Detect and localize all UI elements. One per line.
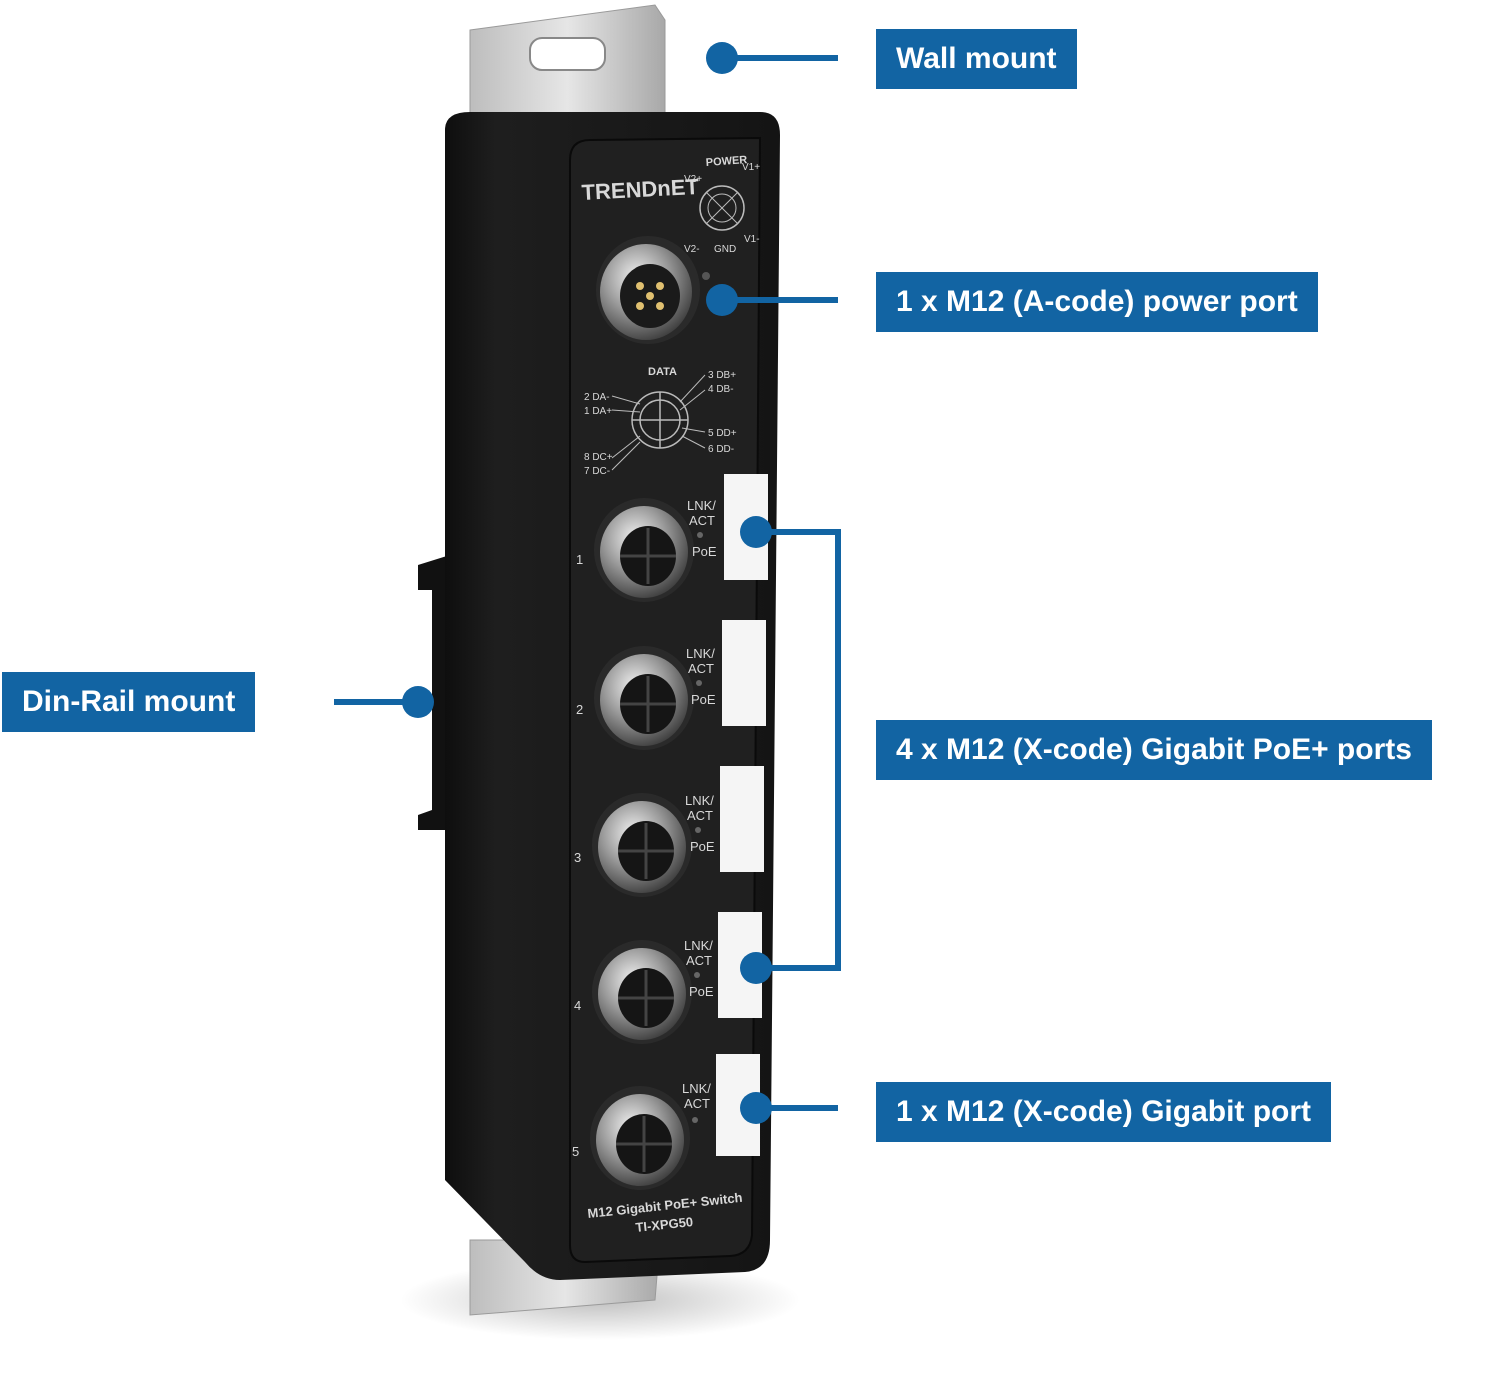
port-2-lnk-label: LNK/ <box>686 646 715 661</box>
data-port-2 <box>594 646 694 750</box>
port-4-poe-label: PoE <box>689 984 714 999</box>
port-3-poe-label: PoE <box>690 839 715 854</box>
pin-dc-minus: 7 DC- <box>584 466 610 477</box>
pin-v2minus: V2- <box>684 244 700 255</box>
callout-power-port: 1 x M12 (A-code) power port <box>876 272 1318 332</box>
pin-dd-minus: 6 DD- <box>708 444 734 455</box>
port-label-area-3 <box>720 766 764 872</box>
pin-db-plus: 3 DB+ <box>708 370 736 381</box>
pin-v2plus: V2+ <box>684 174 702 185</box>
port-4-led <box>694 972 700 978</box>
pin-v1plus: V1+ <box>742 162 760 173</box>
port-number-5: 5 <box>572 1144 579 1159</box>
pin-da-plus: 1 DA+ <box>584 406 612 417</box>
port-number-2: 2 <box>576 702 583 717</box>
din-rail-clip <box>418 555 450 830</box>
port-2-act-label: ACT <box>688 661 714 676</box>
callout-poe-ports: 4 x M12 (X-code) Gigabit PoE+ ports <box>876 720 1432 780</box>
pin-db-minus: 4 DB- <box>708 384 734 395</box>
port-2-poe-label: PoE <box>691 692 716 707</box>
port-4-lnk-label: LNK/ <box>684 938 713 953</box>
port-3-lnk-label: LNK/ <box>685 793 714 808</box>
port-number-4: 4 <box>574 998 581 1013</box>
data-port-1 <box>594 498 694 602</box>
port-1-lnk-label: LNK/ <box>687 498 716 513</box>
data-pinout-icon <box>631 391 689 449</box>
port-number-1: 1 <box>576 552 583 567</box>
data-port-5 <box>590 1086 690 1190</box>
brand-logo: TRENDnET <box>581 174 700 205</box>
callout-dots <box>402 42 772 1124</box>
data-port-4 <box>592 940 692 1044</box>
port-3-act-label: ACT <box>687 808 713 823</box>
power-pinout-inner <box>707 193 737 223</box>
power-pinout-line-b <box>705 191 739 225</box>
data-label: DATA <box>648 366 677 378</box>
callout-gigabit-port: 1 x M12 (X-code) Gigabit port <box>876 1082 1332 1142</box>
callout-din-rail: Din-Rail mount <box>2 672 256 732</box>
port-3-led <box>695 827 701 833</box>
port-5-lnk-label: LNK/ <box>682 1081 711 1096</box>
power-label: POWER <box>705 154 747 169</box>
pin-dc-plus: 8 DC+ <box>584 452 613 463</box>
pin-da-minus: 2 DA- <box>584 392 610 403</box>
pin-gnd: GND <box>714 244 736 255</box>
data-pinout-leads <box>611 374 706 471</box>
port-1-led <box>697 532 703 538</box>
pin-dd-plus: 5 DD+ <box>708 428 737 439</box>
port-2-led <box>696 680 702 686</box>
port-5-led <box>692 1117 698 1123</box>
power-port-connector <box>596 236 700 344</box>
data-port-3 <box>592 793 692 897</box>
port-1-act-label: ACT <box>689 513 715 528</box>
wall-mount-slot <box>529 37 606 71</box>
model-number: TI-XPG50 <box>635 1214 694 1235</box>
port-number-3: 3 <box>574 850 581 865</box>
port-label-area-2 <box>722 620 766 726</box>
port-4-act-label: ACT <box>686 953 712 968</box>
port-1-poe-label: PoE <box>692 544 717 559</box>
port-5-act-label: ACT <box>684 1096 710 1111</box>
power-led <box>702 272 710 280</box>
callout-wall-mount: Wall mount <box>876 29 1077 89</box>
power-pinout-icon <box>699 185 745 231</box>
pin-v1minus: V1- <box>744 234 760 245</box>
